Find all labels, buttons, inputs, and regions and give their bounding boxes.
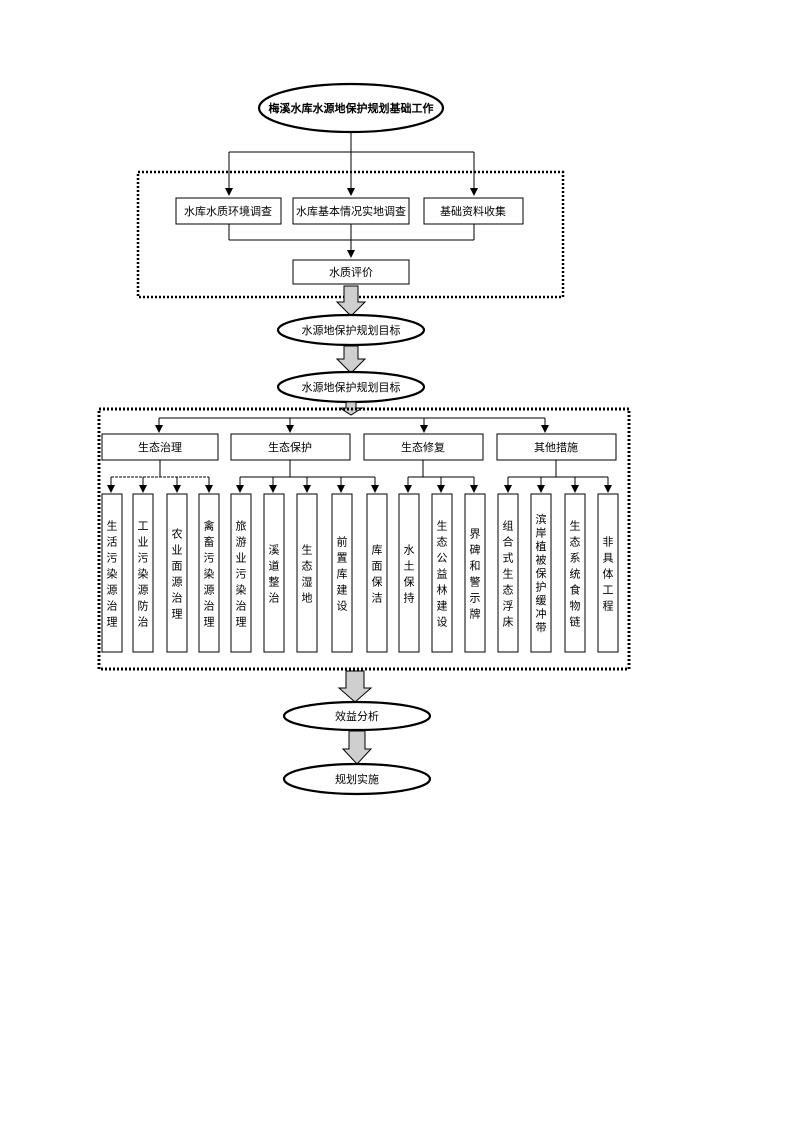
- measure-box-14: [530, 493, 552, 653]
- category-label-3: 生态修复: [401, 440, 445, 454]
- measure-label-1: 生活污染源治理: [107, 519, 118, 629]
- implementation-node-label: 规划实施: [335, 772, 379, 786]
- measure-label-16: 非具体工程: [603, 536, 614, 613]
- measure-box-3: [166, 493, 188, 653]
- measure-label-6: 溪道整治: [269, 544, 280, 605]
- measure-boxes: 生活污染源治理 工业污染源防治 农业面源治理 禽畜污染源治理 旅游业污染治理 溪道整治 生态…: [101, 493, 619, 653]
- measure-box-8: [331, 493, 353, 653]
- measure-label-14: 滨岸植被保护缓冲带: [536, 512, 547, 634]
- survey-label-2: 水库基本情况实地调查: [296, 204, 406, 218]
- benefit-node-label: 效益分析: [335, 709, 379, 723]
- measure-box-15: [564, 493, 586, 653]
- measure-group-frame: [97, 407, 631, 671]
- category-label-2: 生态保护: [268, 440, 312, 454]
- measure-label-8: 前置库建设: [337, 535, 348, 613]
- start-node-label: 梅溪水库水源地保护规划基础工作: [269, 101, 434, 115]
- survey-label-3: 基础资料收集: [440, 204, 506, 218]
- goal-node-1-label: 水源地保护规划目标: [302, 323, 401, 337]
- measure-label-7: 生态湿地: [302, 543, 313, 605]
- category-box-4: [496, 433, 617, 461]
- survey-group-frame: [136, 170, 565, 299]
- goal-node-1-shape: [276, 313, 426, 347]
- measure-box-16: [597, 493, 619, 653]
- measure-box-11: [431, 493, 453, 653]
- measure-label-11: 生态公益林建设: [437, 519, 448, 629]
- measure-box-5: [230, 493, 252, 653]
- survey-box-2: [292, 197, 410, 225]
- category-label-1: 生态治理: [138, 440, 182, 454]
- measure-label-10: 水土保持: [404, 544, 415, 605]
- measure-label-2: 工业污染源防治: [138, 520, 149, 629]
- measure-label-15: 生态系统食物链: [570, 519, 581, 629]
- assessment-label: 水质评价: [329, 266, 373, 279]
- measure-box-4: [198, 493, 220, 653]
- block-arrow-1: [335, 285, 367, 317]
- measure-box-9: [366, 493, 388, 653]
- implementation-node-shape: [282, 762, 432, 796]
- block-arrow-5: [341, 730, 373, 765]
- measure-label-12: 界碑和警示牌: [470, 528, 481, 621]
- measure-label-9: 库面保洁: [372, 544, 383, 605]
- measure-box-13: [497, 493, 519, 653]
- benefit-node-shape: [282, 700, 432, 732]
- measure-box-10: [398, 493, 420, 653]
- measure-label-5: 旅游业污染治理: [236, 519, 247, 629]
- category-label-4: 其他措施: [534, 440, 578, 454]
- measure-box-12: [464, 493, 486, 653]
- survey-connectors: [228, 224, 475, 258]
- assessment-box: [292, 259, 410, 285]
- category-box-2: [230, 433, 351, 461]
- goal-node-2-label: 水源地保护规划目标: [302, 380, 401, 394]
- block-arrow-2: [335, 345, 367, 374]
- block-arrow-4: [337, 670, 373, 703]
- measure-box-1: [101, 493, 123, 653]
- measure-box-7: [296, 493, 318, 653]
- measure-connectors: [107, 460, 612, 493]
- measure-label-3: 农业面源治理: [172, 527, 183, 621]
- category-connectors: [155, 417, 549, 433]
- measure-label-13: 组合式生态浮床: [503, 519, 514, 629]
- measure-label-4: 禽畜污染源治理: [204, 519, 215, 629]
- survey-label-1: 水库水质环境调查: [184, 204, 272, 218]
- start-connectors: [225, 132, 478, 196]
- measure-box-6: [263, 493, 285, 653]
- measure-box-2: [132, 493, 154, 653]
- category-box-1: [101, 433, 219, 461]
